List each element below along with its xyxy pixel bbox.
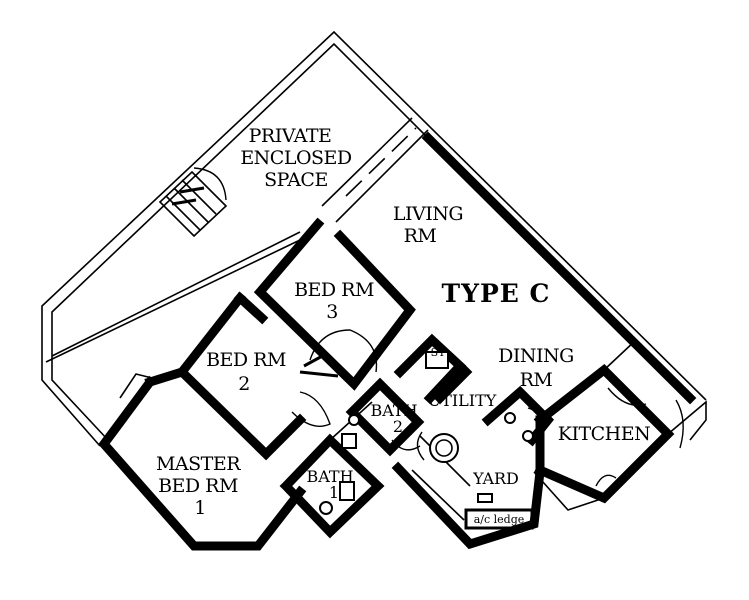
- store-box-icon: [425, 351, 449, 369]
- bed2-label-1: BED RM: [206, 349, 286, 371]
- ac-ledge-label: a/c ledge: [474, 513, 525, 526]
- ac-unit-icon: [477, 493, 493, 503]
- master-label-3: 1: [194, 497, 206, 519]
- bath1-label-1: BATH: [306, 467, 353, 486]
- private-space-label-2: ENCLOSED: [240, 147, 352, 169]
- living-label-1: LIVING: [393, 203, 463, 225]
- room-labels: PRIVATE ENCLOSED SPACE LIVING RM TYPE C …: [156, 125, 651, 526]
- master-label-1: MASTER: [156, 453, 241, 475]
- bed3-label-1: BED RM: [294, 279, 374, 301]
- bath2-label-1: BATH: [370, 401, 417, 420]
- fixtures: [319, 351, 534, 530]
- private-space-label-3: SPACE: [264, 169, 328, 191]
- ac-ledge-box: [464, 508, 534, 530]
- private-space-label-1: PRIVATE: [249, 125, 332, 147]
- basin-icon: [319, 501, 333, 515]
- living-label-2: RM: [404, 225, 437, 247]
- sink-icon: [504, 412, 516, 424]
- door-swings: [291, 329, 684, 487]
- sliding-door: [321, 117, 429, 223]
- master-label-2: BED RM: [158, 475, 238, 497]
- kitchen-label: KITCHEN: [558, 423, 650, 445]
- store-label: ST: [431, 346, 447, 359]
- stair-icon: [158, 167, 228, 238]
- washer-drum-icon: [435, 439, 453, 457]
- unit-type-title: TYPE C: [442, 279, 551, 308]
- bath2-label-2: 2: [393, 417, 403, 436]
- sink-icon: [522, 430, 534, 442]
- utility-label: UTILITY: [428, 391, 497, 410]
- bed2-label-2: 2: [238, 373, 250, 395]
- wc-icon: [339, 481, 355, 501]
- dining-label-2: RM: [520, 369, 553, 391]
- washer-icon: [429, 433, 459, 463]
- yard-label: YARD: [472, 469, 519, 488]
- bed3-label-2: 3: [326, 301, 338, 323]
- dining-label-1: DINING: [498, 345, 574, 367]
- wc-icon: [341, 433, 357, 449]
- basin-icon: [348, 414, 360, 426]
- bath1-label-2: 1: [329, 483, 339, 502]
